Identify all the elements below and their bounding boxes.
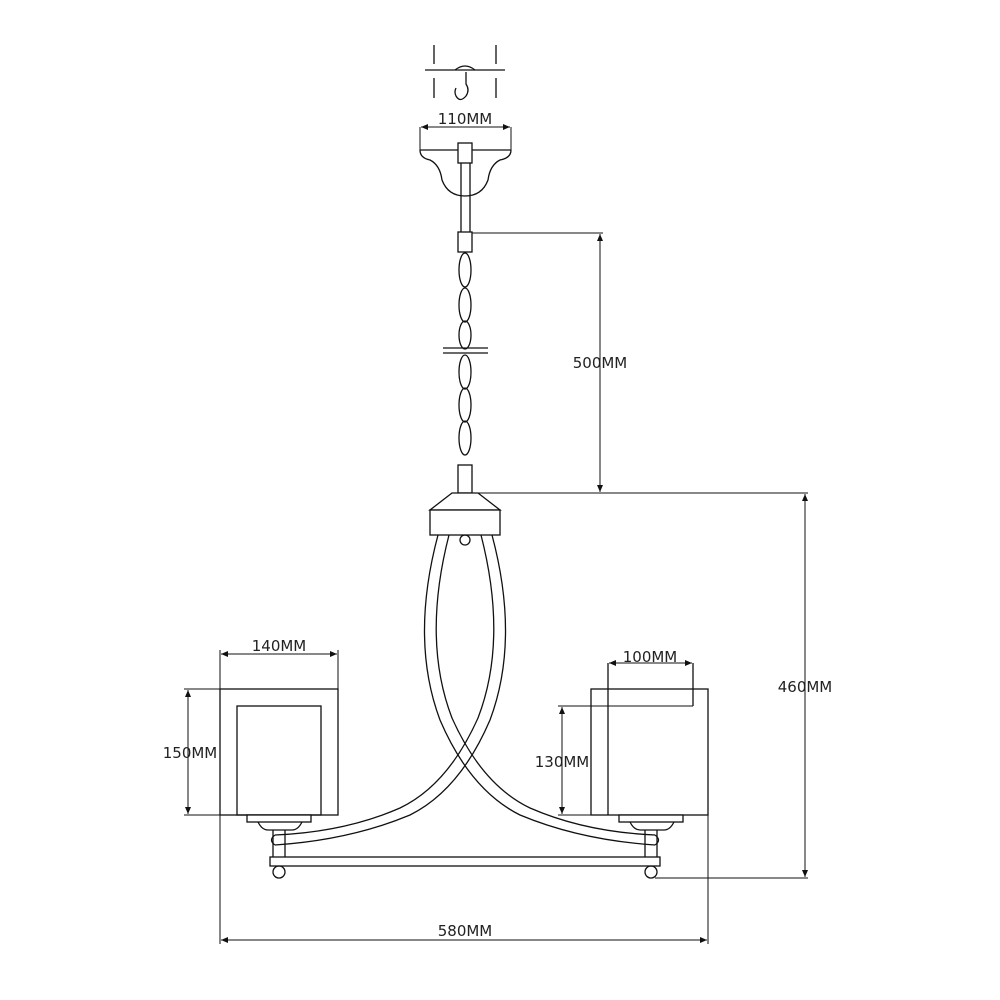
right-shade-width-label: 100MM — [623, 648, 678, 666]
chain-length-label: 500MM — [573, 354, 628, 372]
left-shade-height-label: 150MM — [163, 744, 218, 762]
chain-length-dimension: 500MM — [472, 232, 628, 492]
screw-icon — [433, 45, 497, 98]
hook-icon — [454, 72, 469, 101]
frame-arms — [269, 534, 661, 879]
body-cap — [428, 492, 502, 546]
left-shade: 140MM 150MM — [163, 637, 339, 944]
body-height-dimension: 460MM — [472, 492, 833, 879]
body-height-label: 460MM — [778, 678, 833, 696]
right-shade: 100MM 130MM — [535, 648, 709, 831]
overall-width-dimension: 580MM — [221, 815, 709, 944]
mounting-hardware-icon — [425, 45, 505, 101]
left-shade-width-label: 140MM — [252, 637, 307, 655]
canopy-width-label: 110MM — [438, 110, 493, 128]
right-shade-height-label: 130MM — [535, 753, 590, 771]
overall-width-label: 580MM — [438, 922, 493, 940]
rod-and-chain — [443, 142, 488, 494]
